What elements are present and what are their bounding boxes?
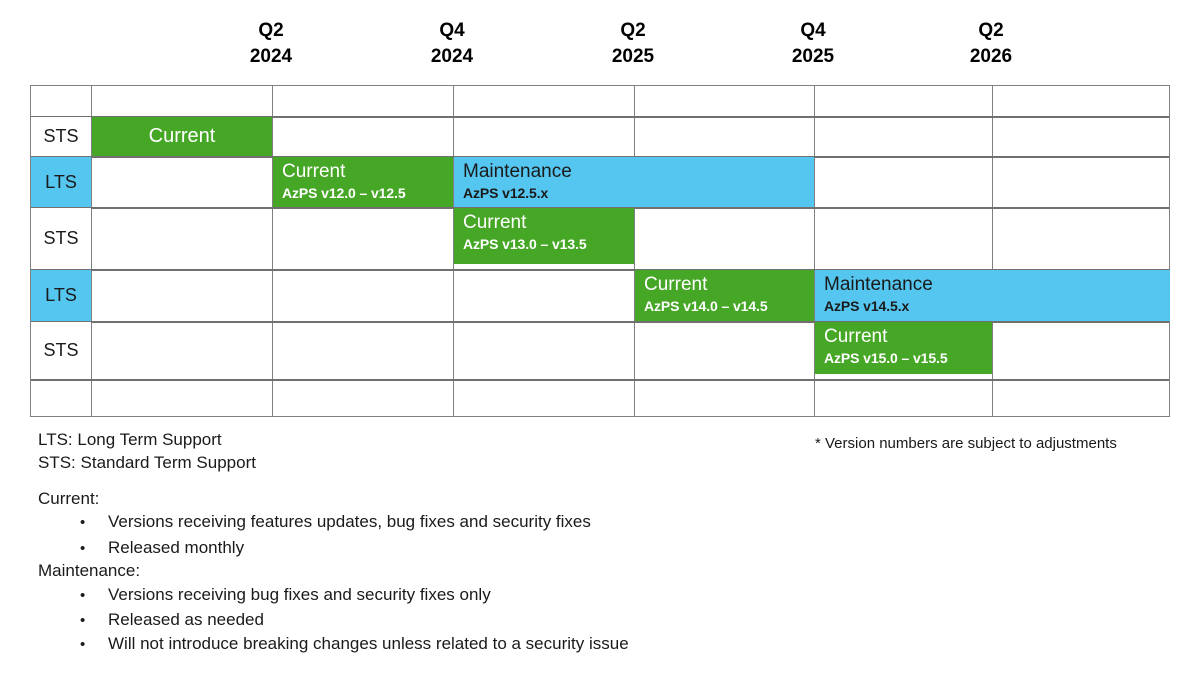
legend-sts: STS: Standard Term Support	[38, 453, 256, 472]
column-header-quarter: Q4	[439, 20, 465, 41]
column-header-quarter: Q4	[800, 20, 826, 41]
legend-lts: LTS: Long Term Support	[38, 430, 222, 449]
bullet-text: Versions receiving bug fixes and securit…	[108, 585, 491, 604]
row-label-lts-2: LTS	[31, 270, 91, 321]
column-header-year: 2026	[969, 45, 1013, 67]
row-label-lts-1: LTS	[31, 157, 91, 207]
row-label-sts-2: STS	[31, 208, 91, 269]
grid-hline-6	[31, 379, 1169, 381]
row-label-text: LTS	[45, 171, 77, 192]
bullet-text: Will not introduce breaking changes unle…	[108, 634, 629, 653]
column-header-quarter: Q2	[978, 20, 1004, 41]
grid-hline-4	[31, 269, 1169, 271]
bullet-glyph: •	[80, 612, 86, 629]
bar-version-label: AzPS v12.0 – v12.5	[282, 184, 406, 201]
bar-phase-label: Current	[148, 125, 216, 147]
column-header-q2-2024: Q2 2024	[211, 18, 331, 69]
bullet-text: Released monthly	[108, 538, 245, 557]
bullet-maintenance-1: • Versions receiving bug fixes and securi…	[80, 585, 491, 605]
column-header-year: 2024	[430, 45, 474, 67]
bar-version-label: AzPS v15.0 – v15.5	[824, 349, 948, 366]
bar-version-label: AzPS v12.5.x	[463, 184, 549, 201]
timeline-grid: STS LTS STS LTS STS Current Current AzPS…	[30, 85, 1170, 417]
grid-vline-q4-2025	[814, 86, 815, 416]
bar-phase-label: Maintenance	[463, 161, 572, 182]
row-label-sts-1: STS	[31, 117, 91, 156]
bullet-maintenance-2: • Released as needed	[80, 610, 264, 630]
column-header-quarter: Q2	[258, 20, 284, 41]
definition-heading-maintenance: Maintenance:	[38, 561, 141, 580]
bar-version-label: AzPS v13.0 – v13.5	[463, 235, 587, 252]
bar-phase-label: Current	[463, 212, 527, 233]
row-label-text: STS	[43, 126, 79, 146]
column-header-quarter: Q2	[620, 20, 646, 41]
bar-lts-maintenance-14: Maintenance AzPS v14.5.x	[815, 270, 1170, 321]
bullet-glyph: •	[80, 514, 86, 531]
column-header-year: 2025	[611, 45, 655, 67]
bar-sts-current-1: Current	[92, 117, 272, 156]
definition-heading-current: Current:	[38, 489, 100, 508]
row-label-text: LTS	[45, 285, 77, 305]
grid-vline-q2-2025	[634, 86, 635, 416]
bar-lts-maintenance-12: Maintenance AzPS v12.5.x	[454, 157, 814, 207]
grid-vline-q4-2024	[453, 86, 454, 416]
grid-hline-1	[31, 116, 1169, 118]
bullet-glyph: •	[80, 540, 86, 557]
bullet-glyph: •	[80, 636, 86, 653]
grid-vline-label-col	[91, 86, 92, 416]
bar-phase-label: Current	[824, 326, 888, 347]
column-header-year: 2025	[791, 45, 835, 67]
row-label-sts-3: STS	[31, 322, 91, 379]
version-adjustment-note: * Version numbers are subject to adjustm…	[815, 435, 1117, 452]
bar-phase-label: Current	[282, 161, 346, 182]
bullet-current-2: • Released monthly	[80, 538, 244, 558]
bullet-text: Versions receiving features updates, bug…	[108, 512, 591, 531]
bullet-current-1: • Versions receiving features updates, bu…	[80, 512, 591, 532]
row-label-text: STS	[43, 340, 79, 360]
bar-lts-current-14: Current AzPS v14.0 – v14.5	[635, 270, 814, 321]
column-header-q2-2026: Q2 2026	[931, 18, 1051, 69]
bar-lts-current-12: Current AzPS v12.0 – v12.5	[273, 157, 453, 207]
bar-phase-label: Maintenance	[824, 274, 933, 295]
column-header-q4-2024: Q4 2024	[392, 18, 512, 69]
grid-vline-q2-2026	[992, 86, 993, 416]
bullet-glyph: •	[80, 587, 86, 604]
bar-sts-current-15: Current AzPS v15.0 – v15.5	[815, 322, 992, 374]
bar-sts-current-13: Current AzPS v13.0 – v13.5	[454, 208, 634, 264]
column-header-q2-2025: Q2 2025	[573, 18, 693, 69]
column-header-q4-2025: Q4 2025	[753, 18, 873, 69]
grid-vline-q2-2024	[272, 86, 273, 416]
column-header-year: 2024	[249, 45, 293, 67]
bar-version-label: AzPS v14.0 – v14.5	[644, 297, 768, 314]
bullet-maintenance-3: • Will not introduce breaking changes unl…	[80, 634, 629, 654]
bar-phase-label: Current	[644, 274, 708, 295]
row-label-text: STS	[43, 228, 79, 248]
bullet-text: Released as needed	[108, 610, 264, 629]
bar-version-label: AzPS v14.5.x	[824, 297, 910, 314]
grid-hline-5	[31, 321, 1169, 323]
